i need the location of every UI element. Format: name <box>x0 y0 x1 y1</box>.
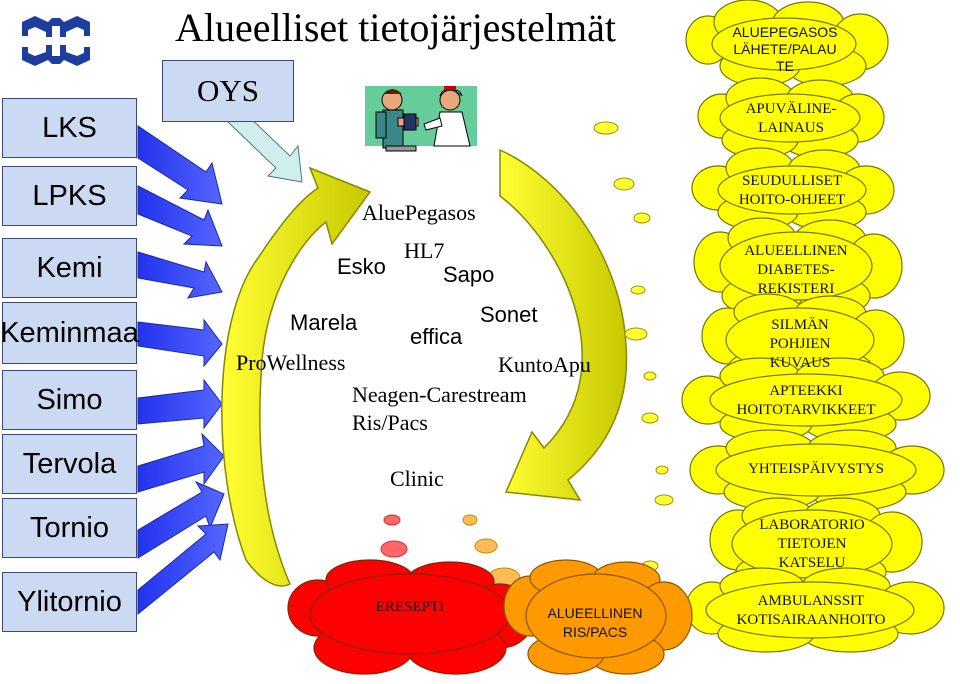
system-sonet: Sonet <box>480 302 538 327</box>
system-aluepegasos: AluePegasos <box>362 200 476 225</box>
system-marela: Marela <box>290 310 358 335</box>
cloud-apuvaline <box>697 77 885 159</box>
municipality-tornio: Tornio <box>2 498 137 558</box>
municipality-keminmaa: Keminmaa <box>0 302 139 364</box>
municipality-lks: LKS <box>2 98 137 158</box>
cloud-label-yhteispaivystys: YHTEISPÄIVYSTYS <box>748 461 884 477</box>
cloud-label-ambulanssit: AMBULANSSIT KOTISAIRAANHOITO <box>736 593 886 628</box>
system-prowellness: ProWellness <box>236 350 346 375</box>
municipality-lpks: LPKS <box>2 166 137 226</box>
system-sapo: Sapo <box>443 262 495 287</box>
cycle-arrow-left <box>221 166 372 587</box>
cloud-apteekki <box>681 357 931 443</box>
municipality-arrows <box>137 125 229 616</box>
cloud-shapes <box>681 0 945 653</box>
hospital-box-oys: OYS <box>162 60 294 122</box>
medical-logo-icon <box>22 16 90 66</box>
system-kuntoapu: KuntoApu <box>498 352 591 377</box>
system-neagen-carestream: Neagen-Carestream <box>352 382 527 407</box>
cloud-label-laboratorio: LABORATORIO TIETOJEN KATSELU <box>759 517 865 571</box>
cloud-aluerispacs <box>503 559 693 675</box>
municipality-tervola: Tervola <box>2 434 137 494</box>
page-title: Alueelliset tietojärjestelmät <box>175 5 616 50</box>
system-ris-pacs: Ris/Pacs <box>352 410 428 435</box>
municipality-ylitornio: Ylitornio <box>2 572 137 632</box>
cloud-label-eresepti: ERESEPTI <box>375 599 445 615</box>
cloud-label-seudulliset: SEUDULLISET HOITO-OHJEET <box>738 173 846 208</box>
system-effica: effica <box>410 324 463 349</box>
cloud-label-diabetes: ALUEELLINEN DIABETES- REKISTERI <box>744 243 848 297</box>
cloud-label-silman: SILMÄN POHJIEN KUVAUS <box>769 317 831 371</box>
cloud-label-aluerispacs: ALUEELLINEN RIS/PACS <box>547 605 643 640</box>
bubble-trail-orange <box>462 514 521 589</box>
cloud-aluepegasos <box>685 0 889 87</box>
municipality-simo: Simo <box>2 370 137 430</box>
system-esko: Esko <box>337 254 386 279</box>
municipality-kemi: Kemi <box>2 238 137 298</box>
system-hl7: HL7 <box>404 238 445 263</box>
doctor-patient-clipart-icon <box>365 86 477 152</box>
cycle-arrow-right <box>499 148 628 501</box>
cloud-ambulanssit <box>685 567 945 653</box>
cloud-label-aluepegasos: ALUEPEGASOS LÄHETE/PALAU TE <box>732 24 838 74</box>
system-clinic: Clinic <box>390 466 444 491</box>
cloud-label-apteekki: APTEEKKI HOITOTARVIKKEET <box>736 383 876 418</box>
cloud-label-apuvaline: APUVÄLINE- LAINAUS <box>745 101 837 136</box>
